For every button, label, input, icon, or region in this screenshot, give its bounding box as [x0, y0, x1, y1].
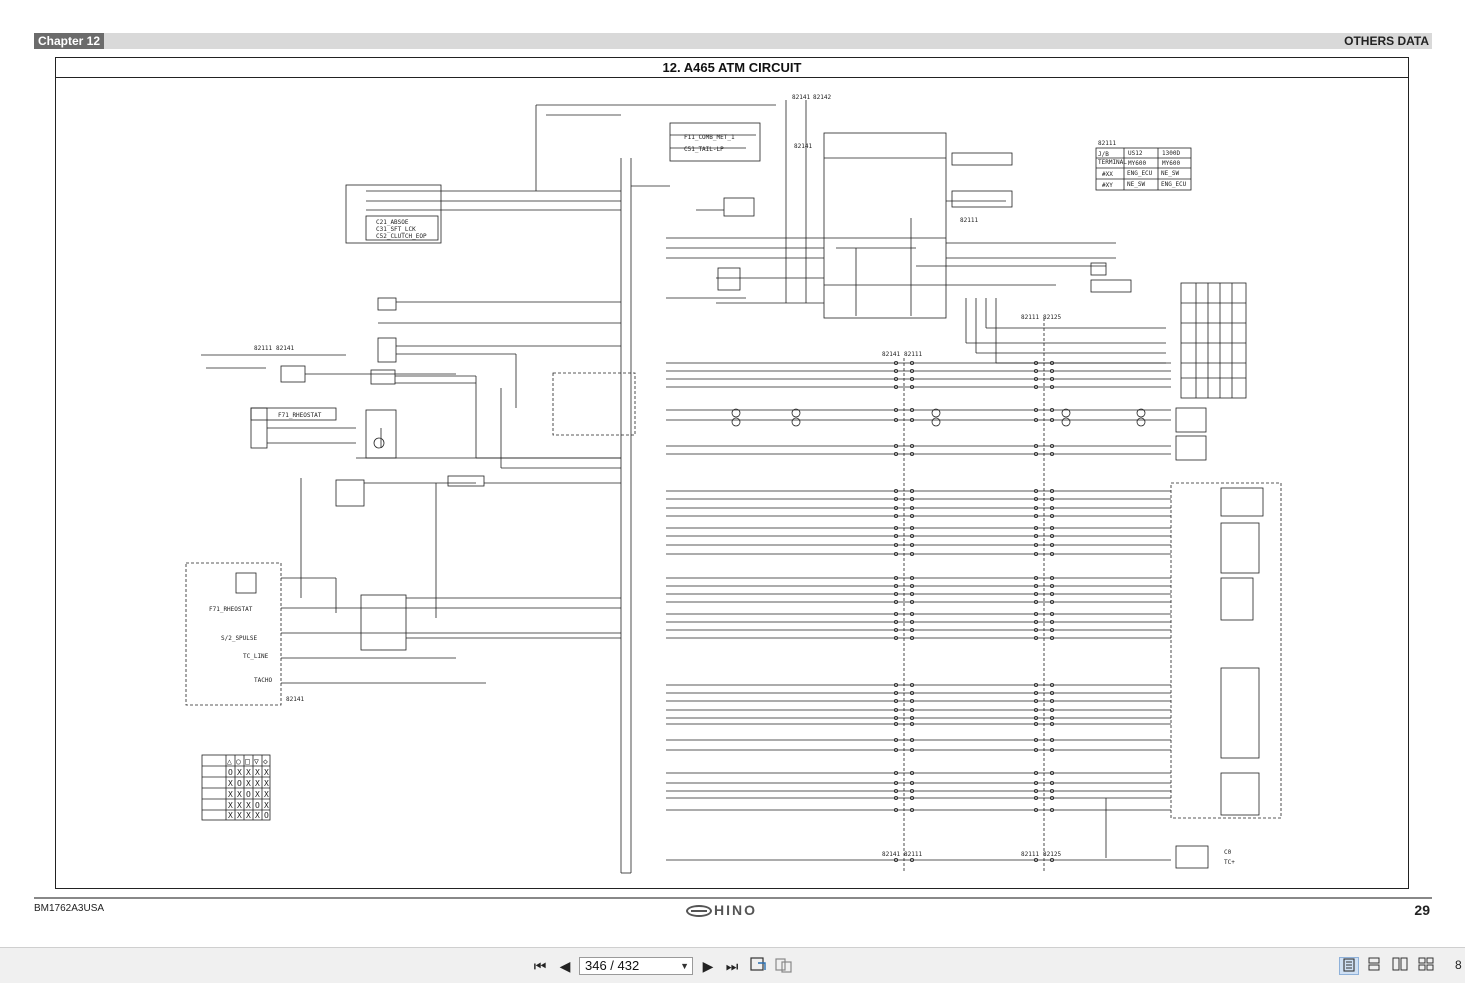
- label-my600-a: MY600: [1128, 160, 1146, 167]
- label-82141-left: 82141: [276, 345, 294, 352]
- legend-cell: X: [237, 768, 242, 777]
- legend-cell: X: [255, 790, 260, 799]
- label-jb: J/B: [1098, 151, 1109, 158]
- label-tacho: TACHO: [254, 677, 272, 684]
- label-82125-foot: 82125: [1043, 851, 1061, 858]
- label-82141-top: 82141: [792, 94, 810, 101]
- legend-symbol: △: [227, 757, 232, 766]
- legend-cell: X: [228, 779, 233, 788]
- next-page-icon[interactable]: ▶: [702, 958, 714, 974]
- prev-page-icon[interactable]: ◀: [559, 958, 571, 974]
- label-82111-foot2: 82111: [1021, 851, 1039, 858]
- label-82141-foot: 82141: [882, 851, 900, 858]
- diagram-title: 12. A465 ATM CIRCUIT: [56, 58, 1408, 78]
- label-82111-table: 82111: [1098, 140, 1116, 147]
- label-82111-far: 82111: [1021, 314, 1039, 321]
- legend-cell: X: [237, 811, 242, 820]
- legend-cell: X: [264, 768, 269, 777]
- chapter-tag: Chapter 12: [34, 33, 105, 49]
- label-c21: C21_ABSOE: [376, 219, 409, 226]
- page-number: 29: [1414, 902, 1430, 918]
- label-f11-comb: F11_COMB_MET_1: [684, 134, 735, 141]
- label-82111-row: 82111: [904, 351, 922, 358]
- legend-cell: X: [255, 811, 260, 820]
- legend-cell: X: [246, 779, 251, 788]
- footer-rule: [34, 897, 1432, 899]
- pdf-page: Chapter 12 OTHERS DATA 12. A465 ATM CIRC…: [34, 33, 1432, 918]
- legend-cell: X: [264, 790, 269, 799]
- legend-cell: X: [237, 790, 242, 799]
- chevron-down-icon[interactable]: ▼: [680, 961, 689, 971]
- legend-cell: O: [228, 768, 233, 777]
- label-us12: US12: [1128, 150, 1143, 157]
- label-eng-ecu-b: ENG_ECU: [1161, 181, 1187, 188]
- brand-text: HINO: [714, 902, 757, 918]
- label-f71-rheostat-1: F71_RHEOSTAT: [278, 412, 322, 419]
- label-82142-top: 82142: [813, 94, 831, 101]
- label-f71-rheostat-2: F71_RHEOSTAT: [209, 606, 253, 613]
- legend-cell: O: [246, 790, 251, 799]
- continuous-icon[interactable]: [1364, 957, 1384, 975]
- header-bar: [34, 33, 1432, 49]
- label-ne-sw-a: NE_SW: [1161, 170, 1179, 177]
- legend-cell: X: [228, 811, 233, 820]
- label-82141-row: 82141: [882, 351, 900, 358]
- circuit-diagram: F11_COMB_MET_1 C51_TAIL-LP C21_ABSOE C31…: [185, 94, 1282, 874]
- label-82111-foot: 82111: [904, 851, 922, 858]
- label-82141-mid: 82141: [794, 143, 812, 150]
- label-my600-b: MY600: [1162, 160, 1180, 167]
- label-tc-plus: TC+: [1224, 859, 1235, 866]
- fit-page-icon[interactable]: [749, 957, 769, 975]
- fit-width-icon[interactable]: [774, 957, 794, 975]
- legend-cell: X: [264, 779, 269, 788]
- first-page-icon[interactable]: ⏮: [533, 958, 547, 974]
- facing-icon[interactable]: [1416, 957, 1436, 975]
- legend-symbol: ○: [236, 757, 241, 766]
- brand-mark: HINO: [686, 902, 757, 918]
- page-selector[interactable]: 346 / 432 ▼: [579, 957, 693, 975]
- two-page-icon[interactable]: [1390, 957, 1410, 975]
- single-page-icon[interactable]: [1339, 957, 1359, 975]
- last-page-icon[interactable]: ⏭: [725, 958, 739, 974]
- legend-cell: X: [246, 801, 251, 810]
- section-name: OTHERS DATA: [1344, 34, 1429, 48]
- diagram-frame: 12. A465 ATM CIRCUIT: [55, 57, 1409, 889]
- label-82125-far: 82125: [1043, 314, 1061, 321]
- legend-symbol: ◇: [263, 757, 268, 766]
- legend-cell: X: [246, 811, 251, 820]
- zoom-level[interactable]: 8: [1455, 958, 1462, 972]
- legend-cell: X: [228, 790, 233, 799]
- label-row-xy: #XY: [1102, 182, 1113, 189]
- legend-symbol: □: [245, 757, 250, 766]
- label-c51-tail: C51_TAIL-LP: [684, 146, 724, 153]
- label-row-xx: #XX: [1102, 171, 1113, 178]
- label-ne-sw-b: NE_SW: [1127, 181, 1145, 188]
- legend-cell: X: [228, 801, 233, 810]
- label-c0: C0: [1224, 849, 1232, 856]
- label-tc-line: TC_LINE: [243, 653, 269, 660]
- legend-table: △ ○ □ ▽ ◇ O X X X X X O X X X X X O X X: [227, 757, 269, 820]
- legend-cell: O: [255, 801, 260, 810]
- legend-cell: X: [237, 801, 242, 810]
- document-code: BM1762A3USA: [34, 903, 105, 914]
- label-82141-bottom: 82141: [286, 696, 304, 703]
- legend-cell: X: [255, 768, 260, 777]
- label-eng-ecu-a: ENG_ECU: [1127, 170, 1153, 177]
- label-1300d: 1300D: [1162, 150, 1180, 157]
- label-terminal: TERMINAL: [1098, 159, 1127, 166]
- label-s2-spulse: S/2_SPULSE: [221, 635, 258, 642]
- legend-cell: X: [264, 801, 269, 810]
- label-c52: C52_CLUTCH_EOP: [376, 233, 427, 240]
- hino-logo-icon: [686, 905, 712, 918]
- legend-cell: O: [264, 811, 269, 820]
- label-82111-right: 82111: [960, 217, 978, 224]
- legend-cell: X: [255, 779, 260, 788]
- legend-symbol: ▽: [254, 757, 259, 766]
- legend-cell: O: [237, 779, 242, 788]
- label-c31: C31_SFT_LCK: [376, 226, 416, 233]
- viewer-toolbar: ⏮ ◀ 346 / 432 ▼ ▶ ⏭ 8: [0, 947, 1465, 983]
- legend-cell: X: [246, 768, 251, 777]
- label-82111-left: 82111: [254, 345, 272, 352]
- page-indicator: 346 / 432: [585, 958, 640, 973]
